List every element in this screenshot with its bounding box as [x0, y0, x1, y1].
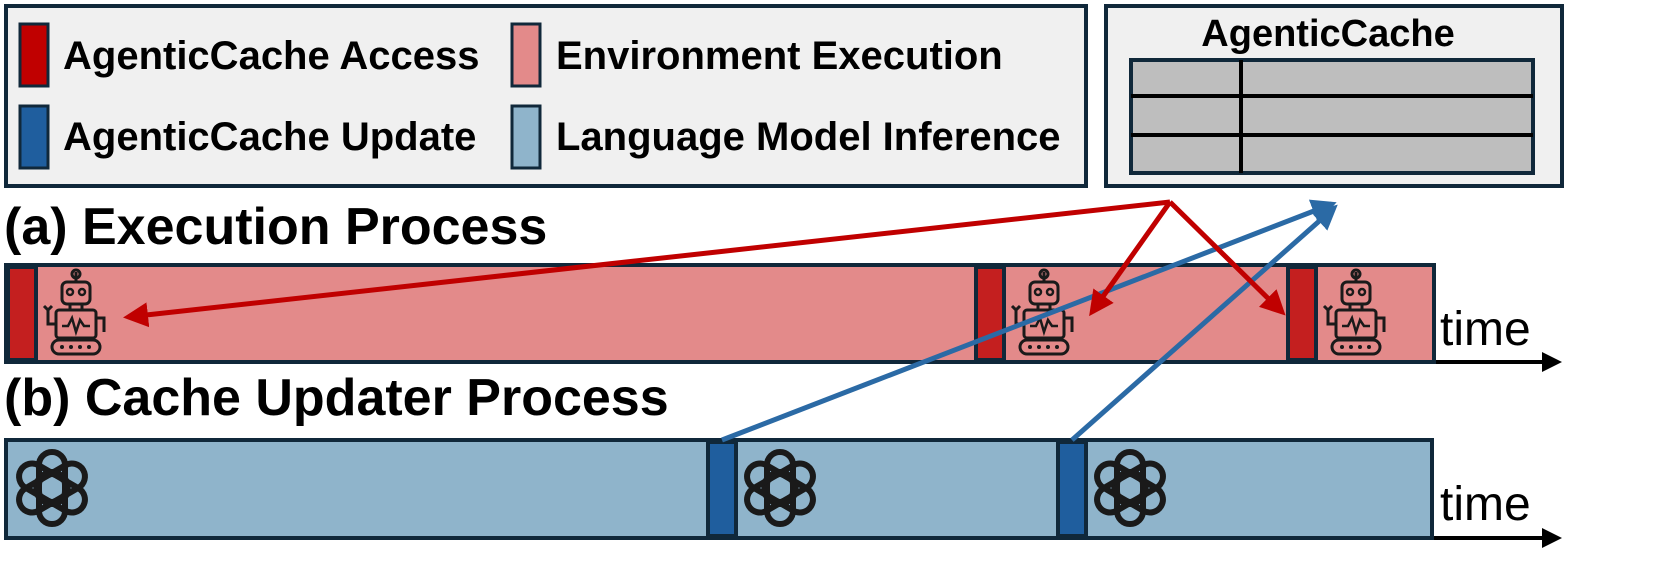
cache-access-segment: [1286, 265, 1318, 362]
updater-title: (b) Cache Updater Process: [4, 369, 669, 427]
execution-time-label: time: [1440, 303, 1531, 356]
access-arrow: [1089, 200, 1173, 317]
legend-frame: [4, 4, 1088, 188]
legend-swatch-environment: [510, 22, 542, 88]
legend-swatch-access: [18, 22, 50, 88]
legend-swatch-update: [18, 104, 50, 170]
legend-label-access: AgenticCache Access: [63, 34, 479, 78]
agentic-cache-box: AgenticCache: [1104, 4, 1564, 188]
legend-label-update: AgenticCache Update: [63, 115, 476, 159]
cache-access-arrows: [123, 199, 1286, 328]
legend-swatch-inference: [510, 104, 542, 170]
update-arrow: [1070, 204, 1338, 442]
cache-update-segment: [1056, 440, 1088, 538]
access-arrow: [1168, 200, 1286, 316]
cache-title: AgenticCache: [1201, 13, 1454, 55]
cache-update-arrows: [721, 199, 1338, 443]
cache-table: [1129, 58, 1535, 175]
legend: AgenticCache Access Environment Executio…: [4, 4, 1088, 188]
environment-execution-bar: [4, 263, 1436, 364]
legend-label-inference: Language Model Inference: [556, 115, 1061, 159]
updater-time-label: time: [1440, 478, 1531, 531]
execution-title: (a) Execution Process: [4, 198, 547, 256]
cache-access-segment: [6, 265, 38, 362]
cache-access-segment: [974, 265, 1006, 362]
cache-update-segment: [706, 440, 738, 538]
updater-timeline: time: [4, 438, 1562, 548]
update-arrow: [721, 199, 1337, 443]
legend-label-environment: Environment Execution: [556, 34, 1003, 78]
access-arrow: [123, 199, 1171, 328]
execution-timeline: time: [4, 263, 1562, 372]
